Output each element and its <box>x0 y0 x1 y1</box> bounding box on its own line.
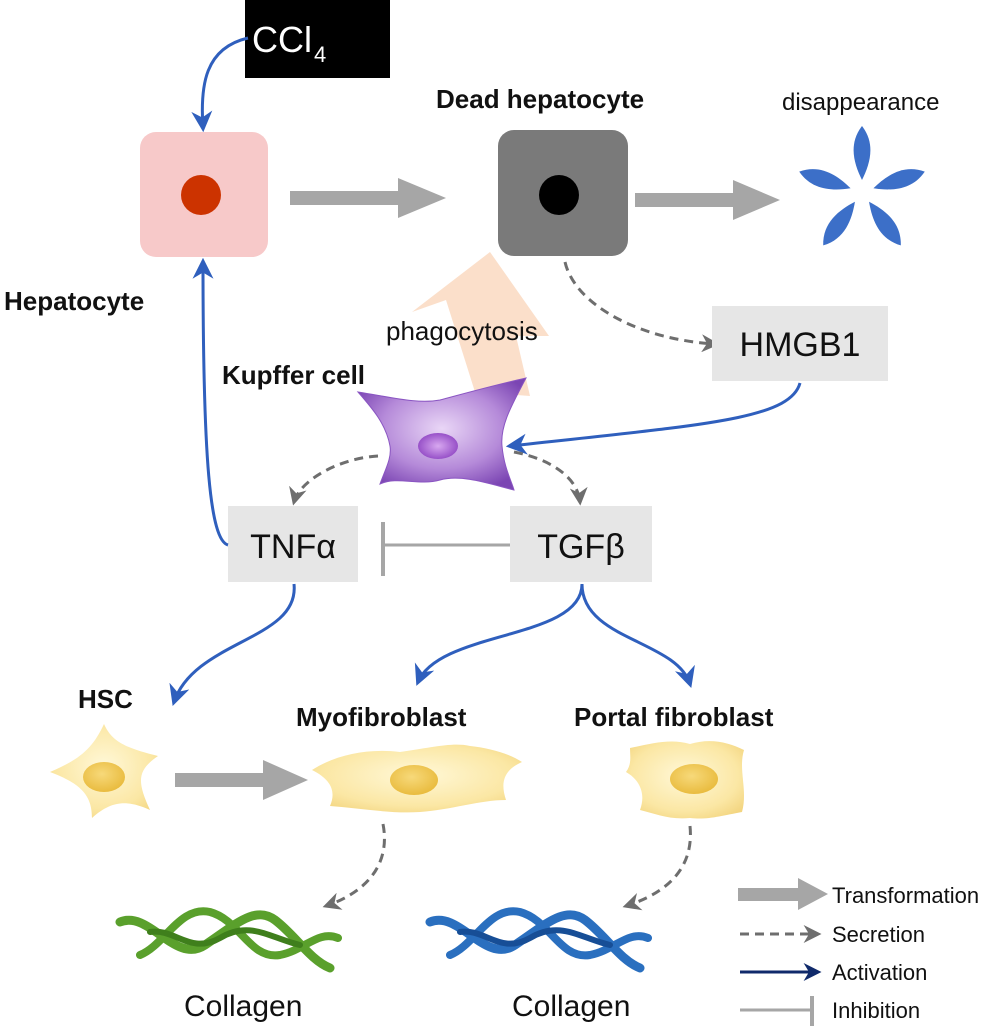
dead-hepatocyte-nucleus <box>539 175 579 215</box>
legend-transformation: Transformation <box>738 878 979 910</box>
phagocytosis-label: phagocytosis <box>386 316 538 346</box>
hmgb1-to-kupffer-arrow <box>505 382 802 455</box>
collagen-blue-icon <box>425 907 652 973</box>
tgfb-label: TGFβ <box>537 528 625 566</box>
disappearance-fragments-icon <box>799 126 925 246</box>
tnfa-box <box>228 506 358 582</box>
tnfa-label: TNFα <box>250 528 336 566</box>
portal-fibroblast-to-collagen-secretion <box>622 825 692 911</box>
tgfb-inhibits-tnfa <box>381 522 510 576</box>
dead-to-hmgb1-secretion <box>563 261 720 353</box>
kupffer-to-tnfa-secretion <box>289 454 379 506</box>
hepatocyte-nucleus <box>181 175 221 215</box>
ccl4-to-hepatocyte-arrow <box>191 36 249 133</box>
hmgb1-box <box>712 306 888 381</box>
tnfa-to-hepatocyte-arrow <box>192 257 229 547</box>
hsc-label: HSC <box>78 684 133 714</box>
dead-hepatocyte-label: Dead hepatocyte <box>436 84 644 114</box>
disappearance-label: disappearance <box>782 89 939 116</box>
hsc-nucleus <box>83 762 125 792</box>
legend-inhibition-label: Inhibition <box>832 998 920 1023</box>
myofibroblast-nucleus <box>390 765 438 795</box>
tgfb-to-portal-fibroblast-arrow <box>580 583 695 688</box>
ccl4-box <box>245 0 390 78</box>
kupffer-to-tgfb-secretion <box>513 450 588 506</box>
tnfa-to-hsc-arrow <box>169 583 296 706</box>
legend-activation-label: Activation <box>832 960 927 985</box>
kupffer-nucleus <box>418 433 458 459</box>
tgfb-to-myofibroblast-arrow <box>414 583 584 686</box>
myofibroblast-to-collagen-secretion <box>322 823 386 910</box>
legend-secretion-label: Secretion <box>832 922 925 947</box>
legend-activation: Activation <box>740 960 927 985</box>
transformation-arrow-hepatocyte <box>290 178 446 218</box>
ccl4-label: CCl <box>252 19 312 60</box>
transformation-arrow-dead <box>635 180 780 220</box>
tgfb-box <box>510 506 652 582</box>
kupffer-label: Kupffer cell <box>222 360 365 390</box>
ccl4-subscript: 4 <box>314 42 326 67</box>
hmgb1-label: HMGB1 <box>740 326 861 364</box>
collagen-green-icon <box>115 907 342 973</box>
collagen-right-label: Collagen <box>512 990 630 1023</box>
hepatocyte-label: Hepatocyte <box>4 286 144 316</box>
portal-fibroblast-label: Portal fibroblast <box>574 702 774 732</box>
legend-inhibition: Inhibition <box>740 996 920 1026</box>
legend-transformation-label: Transformation <box>832 883 979 908</box>
portal-fibroblast-nucleus <box>670 764 718 794</box>
phagocytosis-arrow <box>412 252 549 396</box>
collagen-left-label: Collagen <box>184 990 302 1023</box>
myofibroblast-label: Myofibroblast <box>296 702 467 732</box>
transformation-arrow-hsc <box>175 760 308 800</box>
legend-secretion: Secretion <box>740 922 925 947</box>
legend: Transformation Secretion Activation Inhi… <box>738 878 979 1026</box>
